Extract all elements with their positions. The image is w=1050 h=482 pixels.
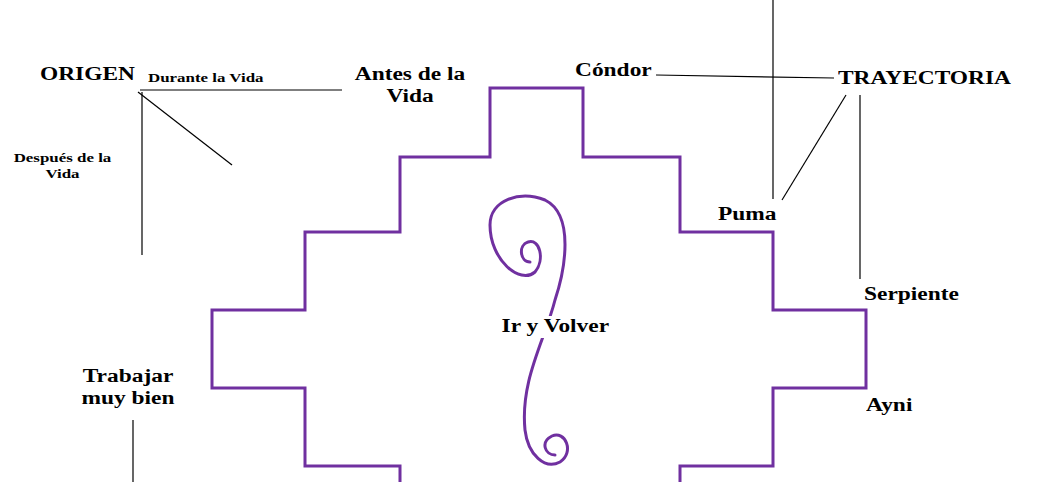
leader-line [782,95,846,200]
label-text: Serpiente [864,284,959,306]
stepped-outline [212,88,866,482]
label-text: TRAYECTORIA [838,68,1011,90]
label-text: Trabajar muy bien [70,366,187,409]
leader-line [859,95,860,279]
label-text: Puma [718,204,777,226]
leader-line [141,92,142,255]
label-text: Antes de la Vida [345,64,475,107]
center-text: Ir y Volver [499,316,612,338]
leader-line [140,89,342,90]
leader-line [772,0,773,199]
label-text: Cóndor [575,60,652,82]
leader-line [138,92,232,165]
label-text: ORIGEN [40,64,135,86]
leader-line [132,420,133,482]
label-text: Ayni [866,395,912,417]
label-text: Durante la Vida [148,70,263,86]
label-text: Después de la Vida [0,150,124,181]
chakana-cross: Ir y Volver [210,86,870,482]
chakana-outline [210,86,870,482]
leader-line [656,75,834,78]
